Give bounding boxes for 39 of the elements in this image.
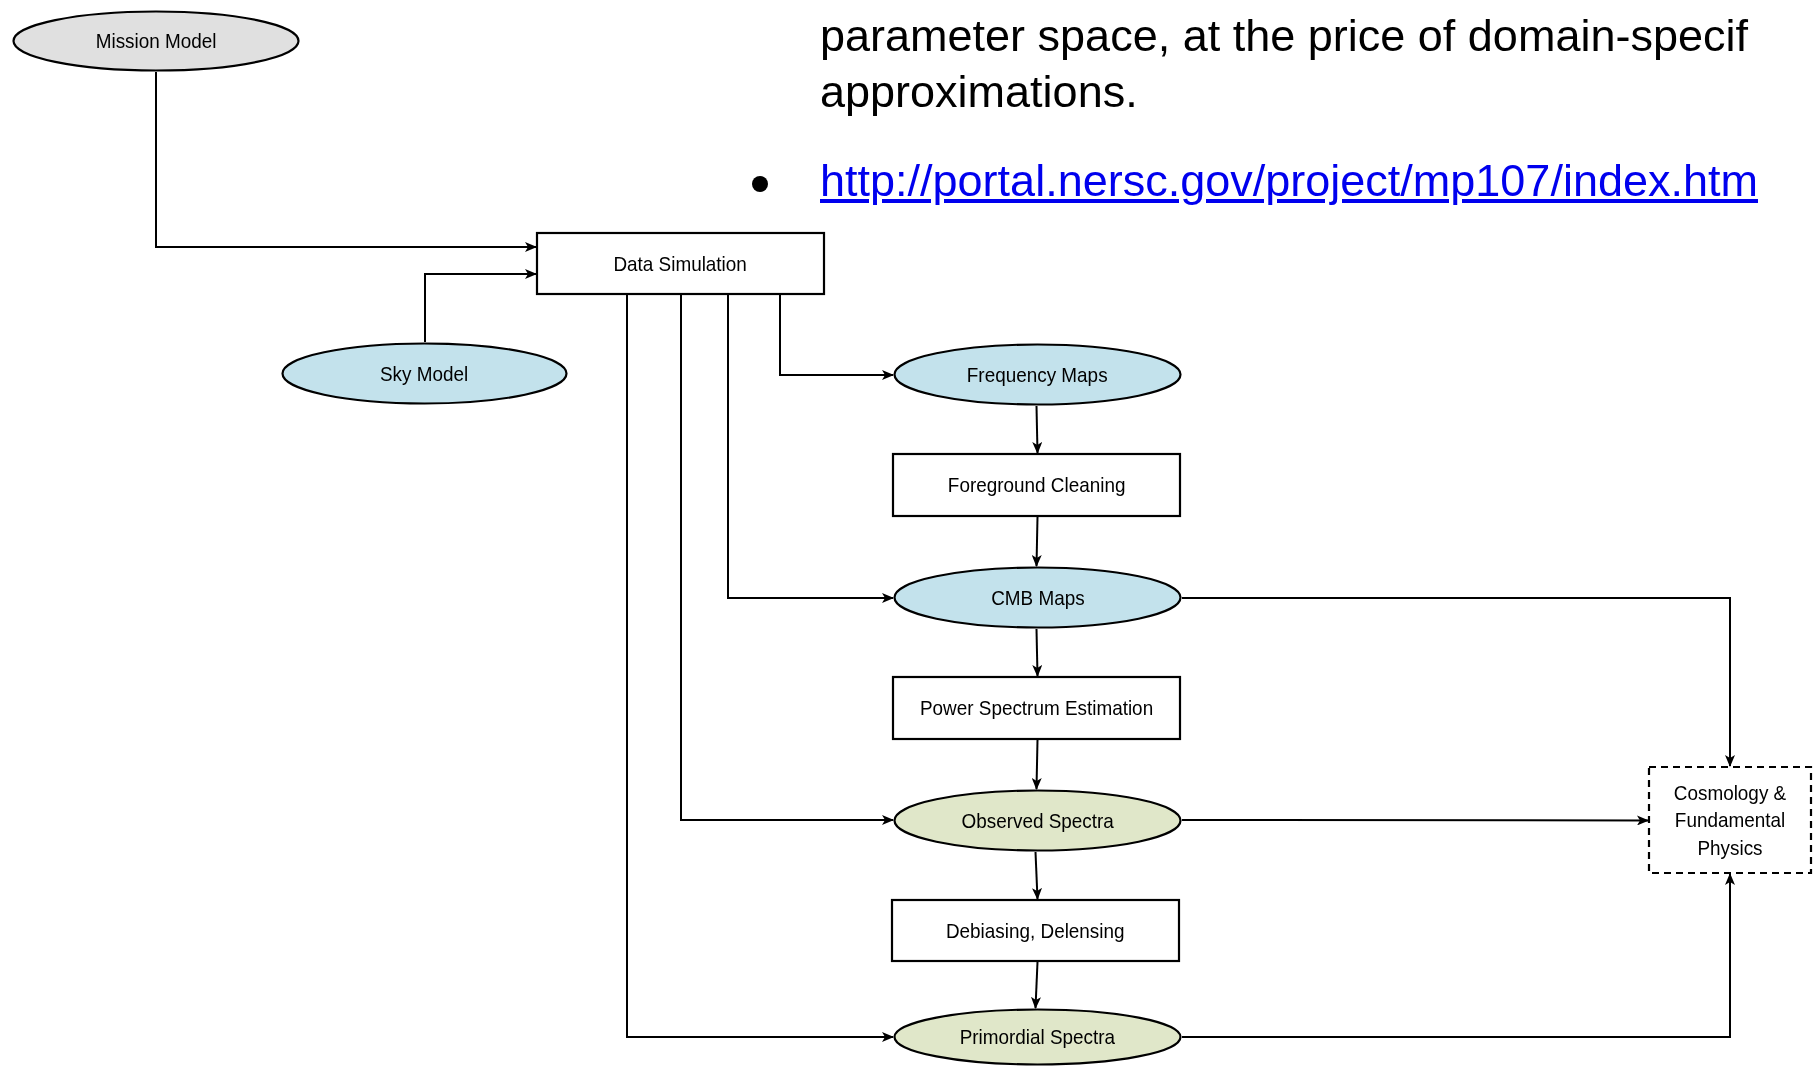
output-box xyxy=(1648,766,1812,874)
node-label: Frequency Maps xyxy=(967,361,1108,388)
arrow xyxy=(727,294,894,603)
node-label: Mission Model xyxy=(95,28,217,55)
arrow xyxy=(1032,405,1043,454)
node-label: Data Simulation xyxy=(613,250,748,277)
data-ellipse xyxy=(893,343,1182,406)
hyperlink: http://portal.nersc.gov/project/mp107/index.htm xyxy=(820,155,1758,207)
arrow xyxy=(1031,739,1042,790)
arrow xyxy=(1032,628,1043,677)
arrow xyxy=(1181,597,1735,767)
arrow xyxy=(424,269,537,343)
process-box xyxy=(891,899,1180,962)
process-box xyxy=(892,676,1181,740)
arrow xyxy=(1031,516,1042,567)
arrow xyxy=(680,294,894,825)
data-ellipse xyxy=(281,342,568,405)
arrow xyxy=(1181,815,1649,826)
data-ellipse xyxy=(893,789,1182,852)
data-ellipse xyxy=(893,1008,1182,1066)
arrow xyxy=(779,294,894,380)
data-ellipse xyxy=(12,10,300,72)
process-box xyxy=(892,453,1181,517)
data-ellipse xyxy=(893,566,1182,629)
node-label: Observed Spectra xyxy=(961,807,1114,834)
arrow xyxy=(1031,961,1041,1009)
node-label: Foreground Cleaning xyxy=(947,472,1126,499)
arrow xyxy=(1181,873,1735,1038)
arrow xyxy=(626,294,894,1042)
node-label: Debiasing, Delensing xyxy=(946,917,1125,944)
arrow xyxy=(1032,851,1043,900)
text-paragraph: parameter space, at the price of domain-specif approximations. xyxy=(820,9,1749,120)
arrow xyxy=(155,71,537,252)
process-box xyxy=(536,232,825,295)
node-label: Power Spectrum Estimation xyxy=(919,695,1154,722)
node-label: Primordial Spectra xyxy=(959,1024,1116,1051)
node-label: Sky Model xyxy=(380,360,469,387)
node-label: CMB Maps xyxy=(990,584,1085,611)
node-label: Cosmology & Fundamental Physics xyxy=(1672,780,1788,861)
